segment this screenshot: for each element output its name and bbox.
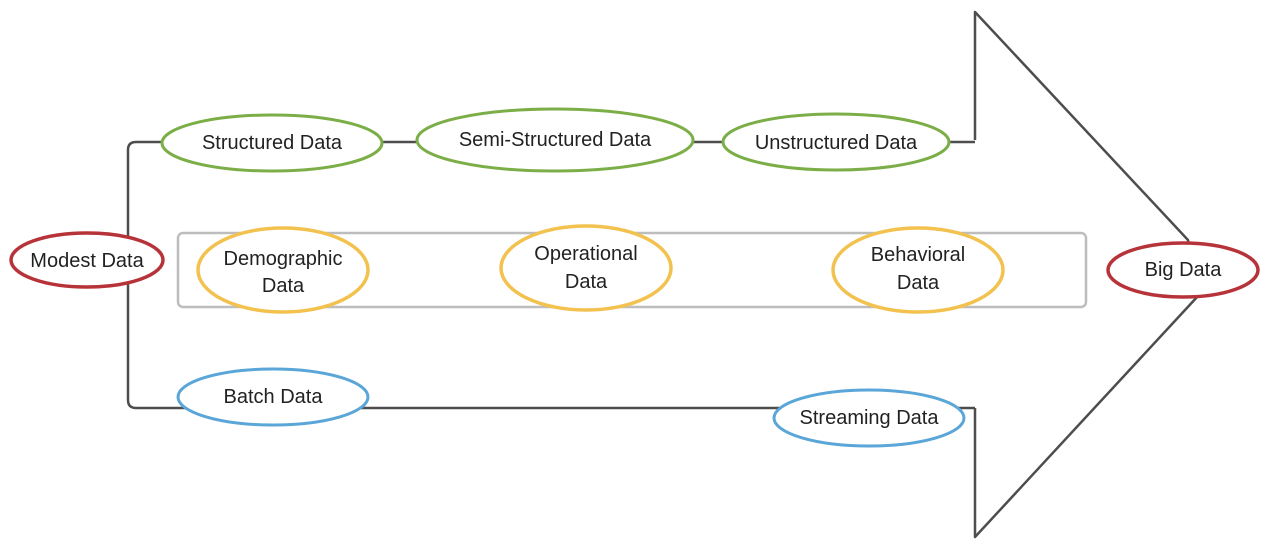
big-data-label: Big Data <box>1145 259 1223 281</box>
semi-structured-data-label: Semi-Structured Data <box>459 129 652 151</box>
structured-data-node <box>160 113 384 173</box>
modest-data-label: Modest Data <box>30 250 144 272</box>
demographic-data-label-line1: Demographic <box>224 248 343 270</box>
big-data-node <box>1106 241 1260 299</box>
streaming-data-node <box>772 388 966 448</box>
connector-bottom-line <box>126 258 975 410</box>
demographic-data-label-line2: Data <box>262 275 305 297</box>
batch-data-node <box>176 367 370 427</box>
unstructured-data-label: Unstructured Data <box>755 132 918 154</box>
modest-data-node <box>9 231 165 289</box>
connector-top-line <box>126 140 975 260</box>
behavioral-data-label-line1: Behavioral <box>871 244 966 266</box>
behavioral-data-node <box>831 226 1005 314</box>
streaming-data-label: Streaming Data <box>800 407 940 429</box>
structured-data-label: Structured Data <box>202 132 343 154</box>
operational-data-node <box>499 224 673 312</box>
semi-structured-data-node <box>415 107 695 173</box>
demographic-data-node <box>196 226 370 314</box>
behavioral-data-label-line2: Data <box>897 272 940 294</box>
unstructured-data-node <box>721 112 951 172</box>
operational-data-label-line1: Operational <box>534 243 637 265</box>
batch-data-label: Batch Data <box>224 386 324 408</box>
operational-data-label-line2: Data <box>565 271 608 293</box>
